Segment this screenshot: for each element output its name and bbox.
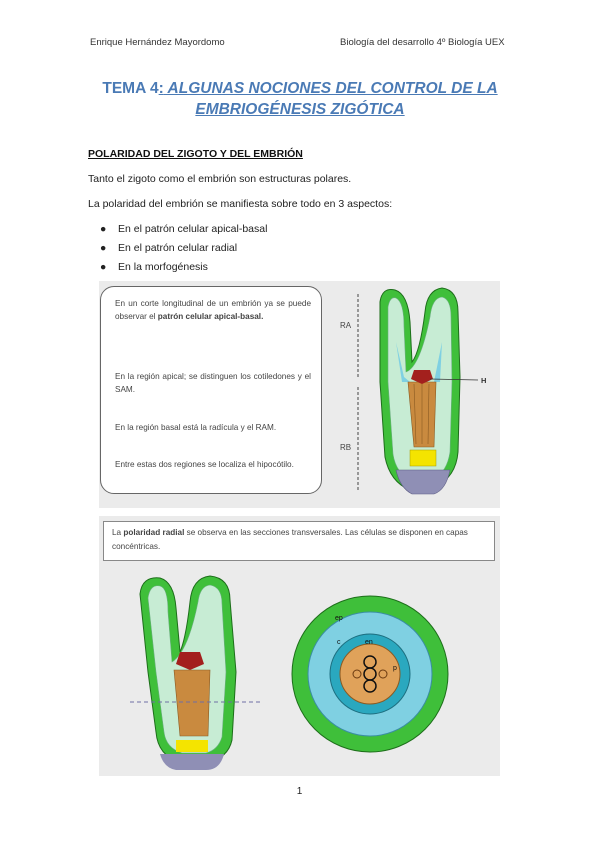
list-item: ●En el patrón celular radial bbox=[100, 242, 238, 254]
list-item-text: En el patrón celular radial bbox=[118, 242, 238, 254]
page-title: TEMA 4: ALGUNAS NOCIONES DEL CONTROL DE … bbox=[60, 78, 540, 120]
header-course: Biología del desarrollo 4º Biología UEX bbox=[340, 37, 505, 48]
figure2-text-box: La polaridad radial se observa en las se… bbox=[103, 521, 495, 561]
page-number: 1 bbox=[296, 786, 303, 797]
list-item-text: En el patrón celular apical-basal bbox=[118, 223, 268, 235]
figure1-text-box: En un corte longitudinal de un embrión y… bbox=[100, 286, 322, 494]
label-ra: RA bbox=[340, 321, 352, 330]
figure1-paragraph-4: Entre estas dos regiones se localiza el … bbox=[115, 460, 294, 469]
figure1-paragraph-2: En la región apical; se distinguen los c… bbox=[115, 372, 311, 394]
embryo-diagram-section-line bbox=[130, 575, 260, 770]
figure1-text: En un corte longitudinal de un embrión y… bbox=[115, 299, 311, 321]
list-item-text: En la morfogénesis bbox=[118, 261, 208, 273]
list-item: ●En el patrón celular apical-basal bbox=[100, 223, 268, 235]
list-item: ●En la morfogénesis bbox=[100, 261, 208, 273]
title-line2: EMBRIOGÉNESIS ZIGÓTICA bbox=[195, 101, 405, 118]
title-line1: ALGUNAS NOCIONES DEL CONTROL DE LA bbox=[163, 80, 498, 97]
figure1-paragraph-1: En un corte longitudinal de un embrión y… bbox=[115, 297, 311, 323]
label-en: en bbox=[365, 639, 373, 646]
figure2-bold: polaridad radial bbox=[123, 528, 185, 537]
figure2-text: se observa en las secciones transversale… bbox=[112, 528, 468, 551]
figure2-caption: La polaridad radial se observa en las se… bbox=[104, 522, 494, 558]
label-rb: RB bbox=[340, 443, 351, 452]
figure1-paragraph-3: En la región basal está la radícula y el… bbox=[115, 423, 277, 432]
header-author: Enrique Hernández Mayordomo bbox=[90, 37, 225, 48]
label-ep: ep bbox=[335, 615, 343, 622]
aspects-list: ●En el patrón celular apical-basal ●En e… bbox=[100, 220, 267, 277]
title-prefix: TEMA 4 bbox=[102, 80, 159, 97]
section-heading: POLARIDAD DEL ZIGOTO Y DEL EMBRIÓN bbox=[88, 148, 303, 160]
title-colon: : bbox=[158, 80, 164, 97]
figure1-bold: patrón celular apical-basal. bbox=[157, 312, 264, 321]
label-c: c bbox=[337, 639, 341, 646]
paragraph-2: La polaridad del embrión se manifiesta s… bbox=[88, 198, 393, 210]
embryo-longitudinal-diagram: RA RB H bbox=[340, 287, 486, 495]
label-p: p bbox=[393, 665, 397, 672]
radial-cross-section-diagram: ep c en p bbox=[291, 595, 449, 753]
figure2-text: La bbox=[112, 528, 124, 537]
paragraph-1: Tanto el zigoto como el embrión son estr… bbox=[88, 173, 352, 185]
label-h: H bbox=[481, 376, 486, 385]
